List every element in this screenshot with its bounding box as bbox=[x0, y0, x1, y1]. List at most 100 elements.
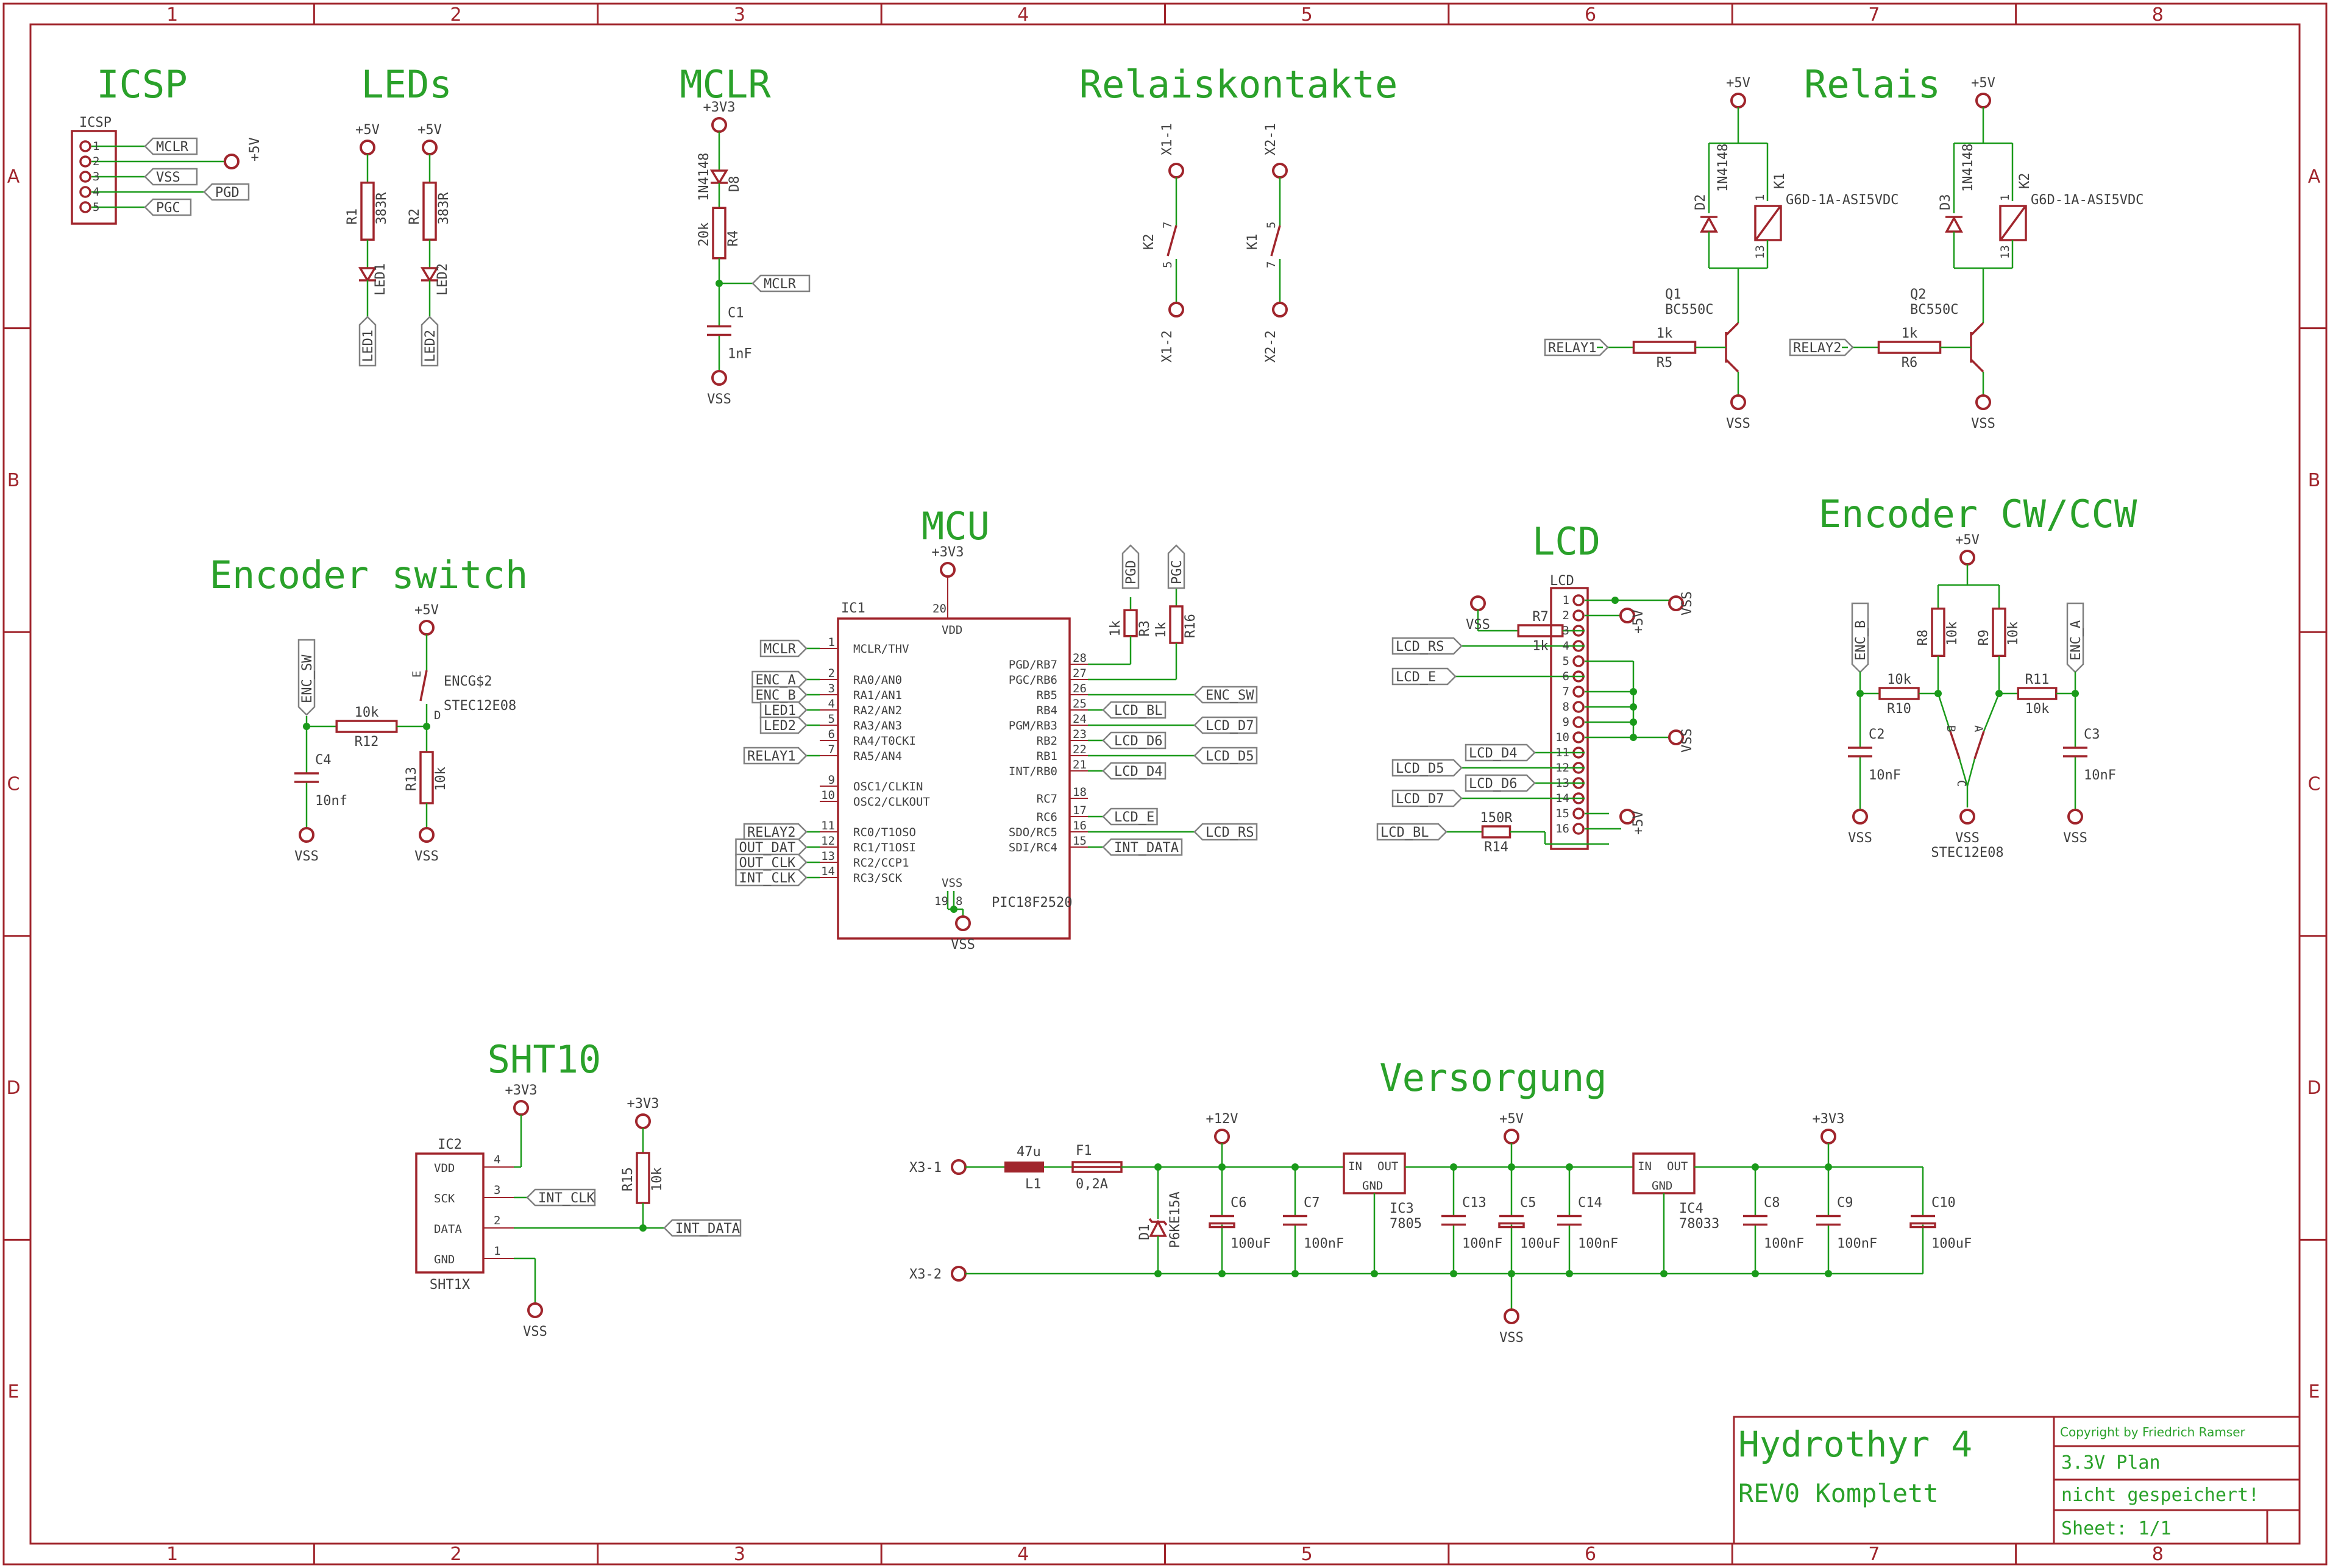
header-pin bbox=[79, 171, 91, 183]
pin-number: 13 bbox=[821, 850, 835, 863]
diode-symbol bbox=[709, 169, 729, 185]
grid-column-label: 7 bbox=[1868, 1544, 1880, 1565]
pin-number: 23 bbox=[1073, 728, 1087, 741]
wire bbox=[1966, 758, 1976, 787]
inductor bbox=[1004, 1162, 1044, 1172]
resistor bbox=[1481, 825, 1511, 839]
pin-number: 5 bbox=[1161, 261, 1174, 268]
connector-terminal bbox=[1272, 163, 1288, 179]
supply-terminal bbox=[422, 140, 438, 155]
lcd-connector bbox=[1550, 587, 1589, 850]
vss-terminal bbox=[419, 827, 435, 843]
ref-designator: R15 bbox=[620, 1167, 636, 1191]
pin-number: 4 bbox=[494, 1153, 500, 1166]
pin-number: 20 bbox=[932, 602, 947, 615]
ref-designator: R1 bbox=[345, 208, 360, 225]
net-label-text: MCLR bbox=[764, 277, 797, 292]
pin-number: 8 bbox=[1563, 700, 1569, 714]
net-label bbox=[1391, 667, 1457, 686]
value-text: 100nF bbox=[1764, 1236, 1804, 1252]
net-label bbox=[735, 853, 808, 871]
grid-column-label: 3 bbox=[734, 4, 745, 26]
heading-mclr: MCLR bbox=[680, 62, 771, 107]
supply-terminal bbox=[513, 1100, 529, 1116]
value-text: 100uF bbox=[1231, 1236, 1271, 1252]
supply-label: VSS bbox=[1848, 831, 1872, 846]
pin-number: 3 bbox=[93, 170, 99, 183]
pin-number: 22 bbox=[1073, 743, 1087, 756]
net-label bbox=[144, 168, 198, 186]
pin-name: SCK bbox=[434, 1192, 455, 1205]
grid-row-label: E bbox=[8, 1382, 20, 1403]
plan-title: 3.3V Plan bbox=[2061, 1452, 2161, 1474]
supply-label: VSS bbox=[414, 849, 439, 864]
pin-number: 13 bbox=[1998, 245, 2012, 259]
grid-column-label: 5 bbox=[1301, 1544, 1313, 1565]
revision-text: REV0 Komplett bbox=[1738, 1478, 1939, 1508]
value-text: 383R bbox=[374, 192, 389, 225]
vss-terminal bbox=[1668, 595, 1684, 611]
resistor bbox=[1123, 609, 1138, 637]
net-label-text: LED2 bbox=[764, 718, 796, 734]
pin-number: 11 bbox=[821, 819, 835, 832]
pin-number: 7 bbox=[1265, 261, 1278, 268]
net-label bbox=[663, 1219, 742, 1237]
net-label bbox=[1102, 838, 1183, 856]
capacitor-plate bbox=[1209, 1222, 1235, 1229]
net-label bbox=[1789, 338, 1854, 357]
pin-name: RA2/AN2 bbox=[853, 704, 902, 717]
grid-column-label: 6 bbox=[1585, 1544, 1596, 1565]
net-label-text: VSS bbox=[156, 170, 180, 185]
pin-number: 5 bbox=[1563, 655, 1569, 668]
diode-symbol bbox=[1700, 216, 1718, 233]
ref-designator: C4 bbox=[315, 753, 332, 768]
header-pin bbox=[79, 140, 91, 152]
ref-designator: R3 bbox=[1137, 620, 1153, 637]
pin-name: RA4/T0CKI bbox=[853, 734, 916, 748]
net-label-text: OUT_DAT bbox=[739, 840, 796, 856]
supply-terminal bbox=[711, 117, 727, 133]
pin-number: 14 bbox=[821, 865, 835, 878]
pin-number: 2 bbox=[828, 667, 835, 680]
pin-number: 15 bbox=[1555, 807, 1569, 820]
ref-designator: C5 bbox=[1520, 1196, 1536, 1211]
supply-label: VSS bbox=[1680, 591, 1695, 615]
supply-label: +3V3 bbox=[505, 1083, 538, 1098]
value-text: SHT1X bbox=[430, 1277, 471, 1293]
supply-label: VSS bbox=[2063, 831, 2087, 846]
net-label bbox=[144, 198, 192, 216]
ref-designator: C2 bbox=[1869, 727, 1885, 742]
resistor bbox=[422, 182, 437, 241]
pin-number: 9 bbox=[1563, 715, 1569, 729]
pin-name: GND bbox=[1362, 1179, 1383, 1193]
net-label-text: LCD_D4 bbox=[1114, 764, 1162, 779]
net-label bbox=[1193, 823, 1258, 841]
heading-leds: LEDs bbox=[361, 62, 452, 107]
net-label-text: PGC bbox=[156, 200, 180, 216]
pin-number: 7 bbox=[1161, 222, 1174, 229]
pin-name: IN bbox=[1348, 1160, 1362, 1173]
wire bbox=[1725, 358, 1739, 373]
pin-number: 14 bbox=[1555, 792, 1569, 805]
ref-designator: C3 bbox=[2084, 727, 2100, 742]
value-text: 10nF bbox=[1869, 768, 1901, 783]
net-label-text: LED1 bbox=[361, 330, 376, 362]
supply-label: +5V bbox=[414, 603, 439, 618]
pin-number: B bbox=[1944, 725, 1958, 732]
pin-number: 1 bbox=[1563, 594, 1569, 607]
ref-designator: R9 bbox=[1977, 630, 1992, 646]
supply-label: VSS bbox=[1680, 728, 1695, 753]
junction-dot bbox=[1825, 1270, 1832, 1277]
grid-column-label: 4 bbox=[1017, 1544, 1029, 1565]
pin-name: IN bbox=[1638, 1160, 1652, 1173]
pin-name: RA3/AN3 bbox=[853, 719, 902, 733]
ref-designator: R14 bbox=[1484, 840, 1508, 855]
value-text: 1N4148 bbox=[1716, 144, 1731, 192]
net-label-text: RELAY1 bbox=[1548, 341, 1596, 356]
supply-label: +5V bbox=[355, 122, 380, 138]
value-text: 10k bbox=[355, 705, 379, 720]
ref-designator: R4 bbox=[726, 230, 741, 247]
supply-label: +3V3 bbox=[1813, 1112, 1845, 1127]
net-label-text: LCD_D7 bbox=[1396, 792, 1444, 807]
